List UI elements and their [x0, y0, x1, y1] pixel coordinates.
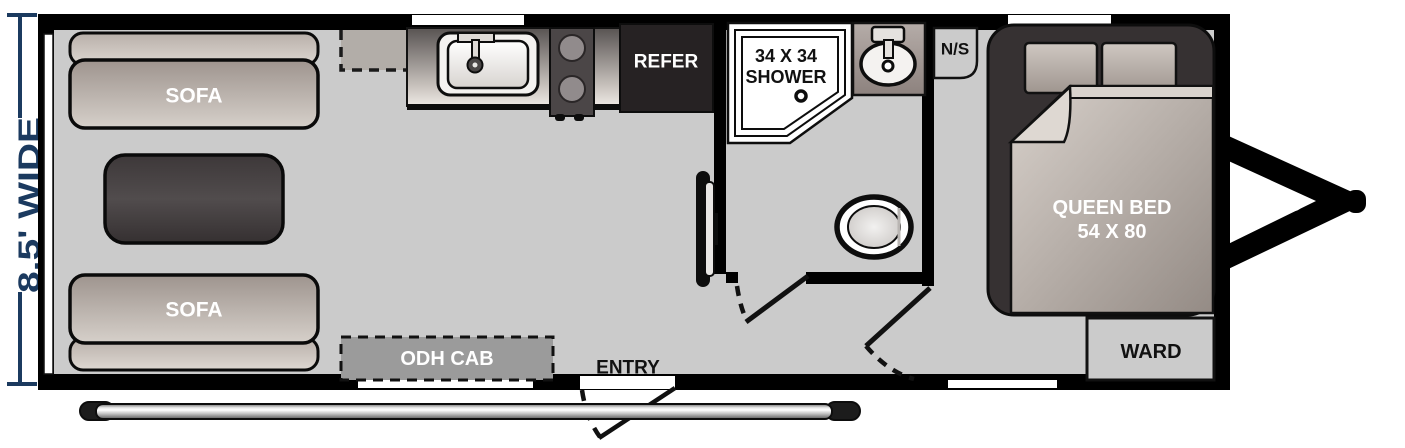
shower: 34 X 34 SHOWER	[726, 21, 854, 145]
bathroom-wall-left-nub	[726, 272, 738, 283]
faucet-stem	[471, 39, 480, 60]
bathroom-walls	[714, 30, 934, 286]
stove-knob-2	[574, 114, 584, 121]
odh-cab-box	[339, 335, 555, 382]
nightstand-box	[932, 26, 979, 80]
mattress-folded-corner	[1007, 84, 1072, 144]
counter-front-edge	[407, 104, 620, 110]
bathroom-sink	[851, 21, 927, 97]
bedroom-door	[864, 286, 932, 382]
awning-roller	[95, 403, 833, 420]
bath-door-leaf	[744, 273, 810, 325]
stove-cooktop	[549, 27, 595, 121]
shower-pan-inner	[741, 36, 839, 130]
overhead-cabinet-shade	[341, 30, 408, 70]
sofa-rear-seat	[68, 273, 320, 345]
hitch	[1222, 133, 1366, 272]
nightstand-label: N/S	[941, 40, 969, 59]
sofa-front: SOFA	[68, 31, 320, 130]
awning	[79, 401, 861, 421]
wardrobe: WARD	[1085, 316, 1216, 382]
refrigerator-body	[619, 23, 714, 113]
bath-faucet-stem	[883, 39, 894, 59]
stove-knob-1	[555, 114, 565, 121]
window-left	[43, 33, 54, 375]
entry-opening	[580, 376, 675, 389]
tv	[696, 171, 718, 287]
refrigerator: REFER	[619, 23, 714, 113]
sofa-rear: SOFA	[68, 273, 320, 372]
toilet	[834, 194, 914, 260]
bedroom-door-leaf	[864, 286, 932, 348]
mattress-sheet-band	[1069, 85, 1214, 99]
toilet-bowl	[847, 205, 901, 249]
sink-basin	[446, 39, 530, 90]
kitchen-overhead-cabinet-outline	[339, 30, 619, 84]
bath-door-swing-arc	[734, 285, 749, 320]
kitchen-sink	[436, 31, 540, 97]
hitch-a-frame	[1222, 133, 1355, 272]
window-top-bedroom	[1008, 15, 1111, 25]
refrigerator-label: REFER	[634, 52, 699, 73]
bed-label-line1: QUEEN BED	[1053, 197, 1172, 219]
bathroom-wall-bottom	[806, 272, 934, 284]
bathroom-door-living	[734, 273, 810, 325]
bedroom-door-swing-arc	[864, 344, 915, 382]
dimension-bracket	[7, 13, 37, 386]
wardrobe-label: WARD	[1120, 341, 1181, 363]
tv-screen	[704, 181, 715, 277]
wardrobe-box	[1085, 316, 1216, 382]
hitch-jack-hole	[1285, 193, 1303, 211]
queen-bed: QUEEN BED 54 X 80	[986, 23, 1216, 317]
dinette-table	[103, 153, 285, 245]
overhead-cabinet-odh: ODH CAB	[339, 335, 555, 382]
hitch-coupler	[1346, 190, 1366, 213]
burner-1	[558, 34, 586, 62]
sink-drain-center	[472, 62, 478, 68]
burner-2	[558, 75, 586, 103]
sofa-front-seat	[68, 58, 320, 130]
shower-size-label: 34 X 34	[755, 46, 817, 66]
window-top-kitchen	[412, 15, 524, 25]
window-bottom-right	[948, 380, 1057, 388]
sofa-rear-label: SOFA	[165, 299, 222, 322]
window-bottom-left	[358, 380, 533, 388]
shower-drain	[794, 89, 808, 103]
sofa-front-label: SOFA	[165, 85, 222, 108]
bed-label-line2: 54 X 80	[1078, 221, 1147, 243]
entry-label: ENTRY	[596, 358, 660, 379]
odh-cab-label: ODH CAB	[400, 348, 493, 370]
bath-sink-drain	[881, 59, 895, 73]
nightstand: N/S	[932, 26, 979, 80]
shower-label: SHOWER	[746, 67, 827, 87]
